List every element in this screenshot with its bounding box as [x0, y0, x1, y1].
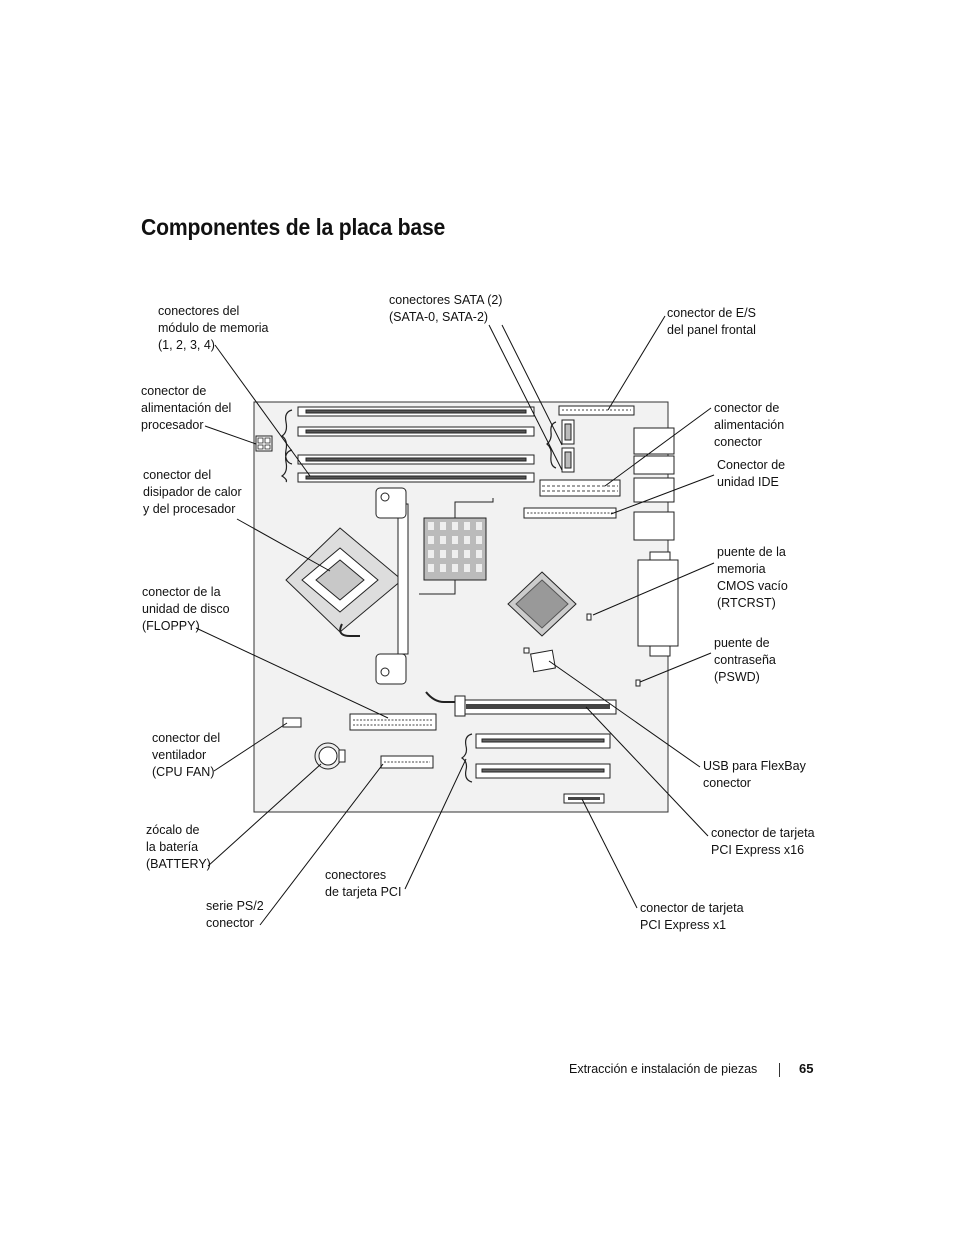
- pci-slots: [475, 733, 611, 779]
- label-heatsink-connector: conector del disipador de calor y del pr…: [143, 468, 242, 516]
- sata-connectors: [561, 419, 575, 473]
- sata-brace: [546, 421, 557, 469]
- pci-brace: [460, 733, 473, 783]
- label-usb-flexbay-connector: USB para FlexBay conector: [703, 759, 806, 790]
- label-pci-connectors: conectores de tarjeta PCI: [325, 868, 402, 899]
- usb-flexbay-connector: [530, 649, 556, 673]
- label-front-panel-connector: conector de E/S del panel frontal: [667, 306, 756, 337]
- label-ps2-connector: serie PS/2 conector: [206, 899, 264, 930]
- page-number: 65: [799, 1061, 814, 1076]
- label-cpu-power-connector: conector de alimentación del procesador: [141, 384, 232, 432]
- label-cpu-fan-connector: conector del ventilador (CPU FAN): [152, 731, 221, 779]
- floppy-connector: [349, 713, 437, 731]
- footer-separator: [779, 1063, 780, 1077]
- label-battery-socket: zócalo de la batería (BATTERY): [146, 823, 211, 871]
- label-memory-connectors: conectores del módulo de memoria (1, 2, …: [158, 304, 269, 352]
- footer-section-title: Extracción e instalación de piezas: [569, 1062, 758, 1076]
- memory-slots: [297, 406, 535, 483]
- pswd-jumper: [635, 679, 641, 687]
- leader-lines: [195, 315, 715, 926]
- label-floppy-connector: conector de la unidad de disco (FLOPPY): [142, 585, 230, 633]
- label-sata-connectors: conectores SATA (2) (SATA-0, SATA-2): [389, 293, 503, 324]
- label-pcie-x16-connector: conector de tarjeta PCI Express x16: [711, 826, 815, 857]
- label-rtcrst-jumper: puente de la memoria CMOS vacío (RTCRST): [717, 545, 788, 610]
- label-ide-connector: Conector de unidad IDE: [717, 458, 786, 489]
- page-title: Componentes de la placa base: [141, 214, 446, 240]
- main-power-connector: [539, 479, 621, 497]
- label-pcie-x1-connector: conector de tarjeta PCI Express x1: [640, 901, 744, 932]
- front-panel-connector: [558, 405, 635, 416]
- label-pswd-jumper: puente de contraseña (PSWD): [714, 636, 776, 684]
- memory-brace: [280, 409, 293, 483]
- cpu-fan-connector: [282, 717, 302, 728]
- rtcrst-jumper: [586, 613, 592, 621]
- rear-io-ports: [633, 427, 679, 657]
- cpu-bracket-left: [397, 503, 409, 655]
- label-power-connector: conector de alimentación conector: [714, 401, 785, 449]
